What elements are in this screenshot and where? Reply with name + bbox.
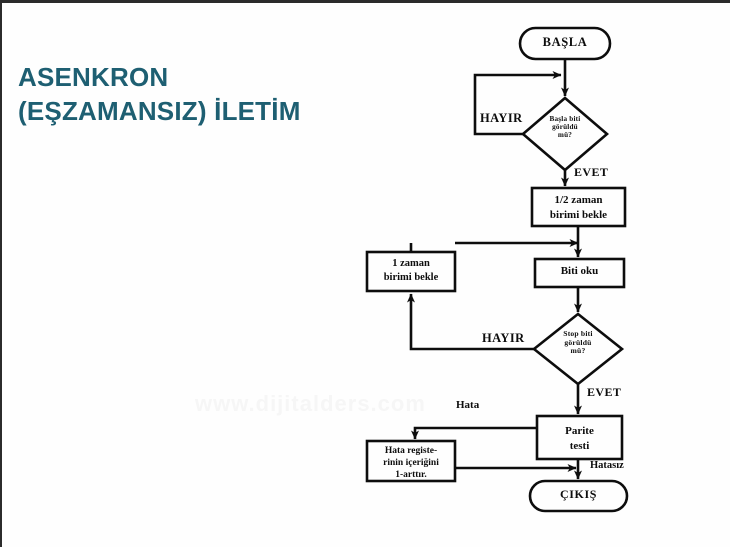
edge-label-error: Hata — [456, 399, 480, 411]
node-parity-test-shape — [535, 414, 624, 461]
flowchart-diagram: BAŞLA Başla biti görüldü mü? 1/2 zaman b… — [2, 3, 730, 550]
edge-startq-no-loop — [473, 71, 562, 136]
watermark-text: www.dijitalders.com — [195, 391, 426, 416]
edge-label-yes-start: EVET — [574, 165, 609, 179]
node-stop-bit-q-shape — [531, 312, 625, 386]
node-exit-shape — [528, 479, 629, 513]
node-error-reg-shape — [365, 439, 457, 483]
edge-parity-error — [411, 426, 537, 440]
node-half-wait-shape — [530, 186, 627, 228]
edge-label-no-error: Hatasız — [590, 460, 624, 471]
node-start-bit-q-shape — [521, 96, 609, 172]
page-title-line-2: (EŞZAMANSIZ) İLETİM — [18, 95, 301, 126]
page-title-line-1: ASENKRON — [18, 62, 169, 92]
page-title: ASENKRON (EŞZAMANSIZ) İLETİM — [18, 61, 358, 129]
node-one-wait-shape — [365, 250, 457, 293]
node-start-shape — [518, 26, 612, 61]
edge-label-yes-stop: EVET — [587, 385, 622, 399]
flowchart-svg — [365, 26, 629, 513]
edge-label-no-start: HAYIR — [480, 111, 523, 125]
edge-stopq-no-loop — [407, 293, 534, 351]
edge-label-no-stop: HAYIR — [482, 331, 525, 345]
node-read-bit-shape — [533, 257, 626, 289]
